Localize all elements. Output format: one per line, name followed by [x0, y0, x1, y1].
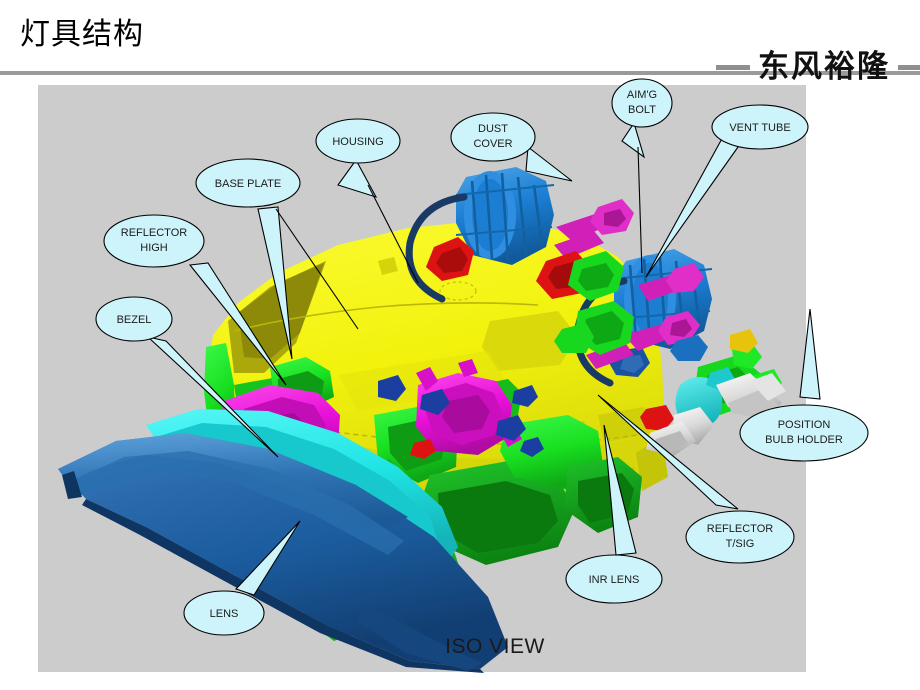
brand-name: 东风裕隆 [758, 49, 890, 85]
brand-logo: 东风裕隆 [716, 50, 920, 84]
callout-label-dust-cover-line2: COVER [473, 138, 512, 150]
part-lens [58, 433, 508, 673]
callout-label-bezel: BEZEL [117, 314, 152, 326]
callout-vent-tube[interactable]: VENT TUBE [645, 104, 809, 278]
callout-label-reflector-high-line2: HIGH [140, 242, 168, 254]
part-aiming-bolts [554, 199, 704, 369]
callout-aimg-bolt[interactable]: AIM'G BOLT [611, 78, 673, 274]
cad-model-assembly [58, 167, 786, 673]
callout-label-position-bulb-holder-line1: POSITION [778, 419, 831, 431]
brand-rule-left [716, 64, 750, 70]
callout-label-dust-cover-line1: DUST [478, 123, 508, 135]
callout-label-reflector-high-line1: REFLECTOR [121, 227, 187, 239]
callout-label-aimg-bolt-line1: AIM'G [627, 89, 657, 101]
page-title: 灯具结构 [20, 18, 144, 51]
callout-label-lens: LENS [210, 608, 239, 620]
callout-reflector-high[interactable]: REFLECTOR HIGH [103, 214, 287, 386]
callout-bezel[interactable]: BEZEL [95, 296, 279, 458]
cad-exploded-view-figure: HOUSING DUST COVER AIM'G BOLT VENT TUBE … [58, 78, 869, 673]
callout-reflector-tsig[interactable]: REFLECTOR T/SIG [597, 394, 795, 564]
part-blue-fasteners [378, 375, 544, 457]
callout-label-reflector-tsig-line1: REFLECTOR [707, 523, 773, 535]
callout-label-inr-lens: INR LENS [589, 574, 640, 586]
figure-caption: ISO VIEW [445, 635, 545, 658]
callout-label-position-bulb-holder-line2: BULB HOLDER [765, 434, 843, 446]
part-dust-cover-left [405, 167, 555, 303]
callout-label-aimg-bolt-line2: BOLT [628, 104, 656, 116]
callout-label-reflector-tsig-line2: T/SIG [726, 538, 755, 550]
callout-lens[interactable]: LENS [183, 520, 301, 636]
callout-inr-lens[interactable]: INR LENS [565, 424, 663, 604]
callout-position-bulb-holder[interactable]: POSITION BULB HOLDER [739, 308, 869, 462]
callout-label-housing: HOUSING [332, 136, 383, 148]
callout-label-base-plate: BASE PLATE [215, 178, 281, 190]
brand-rule-right [898, 64, 920, 70]
callout-dust-cover[interactable]: DUST COVER [450, 112, 573, 182]
callout-label-vent-tube: VENT TUBE [729, 122, 790, 134]
header-divider [0, 71, 920, 75]
callout-housing[interactable]: HOUSING [315, 118, 419, 284]
callout-base-plate[interactable]: BASE PLATE [195, 158, 359, 360]
